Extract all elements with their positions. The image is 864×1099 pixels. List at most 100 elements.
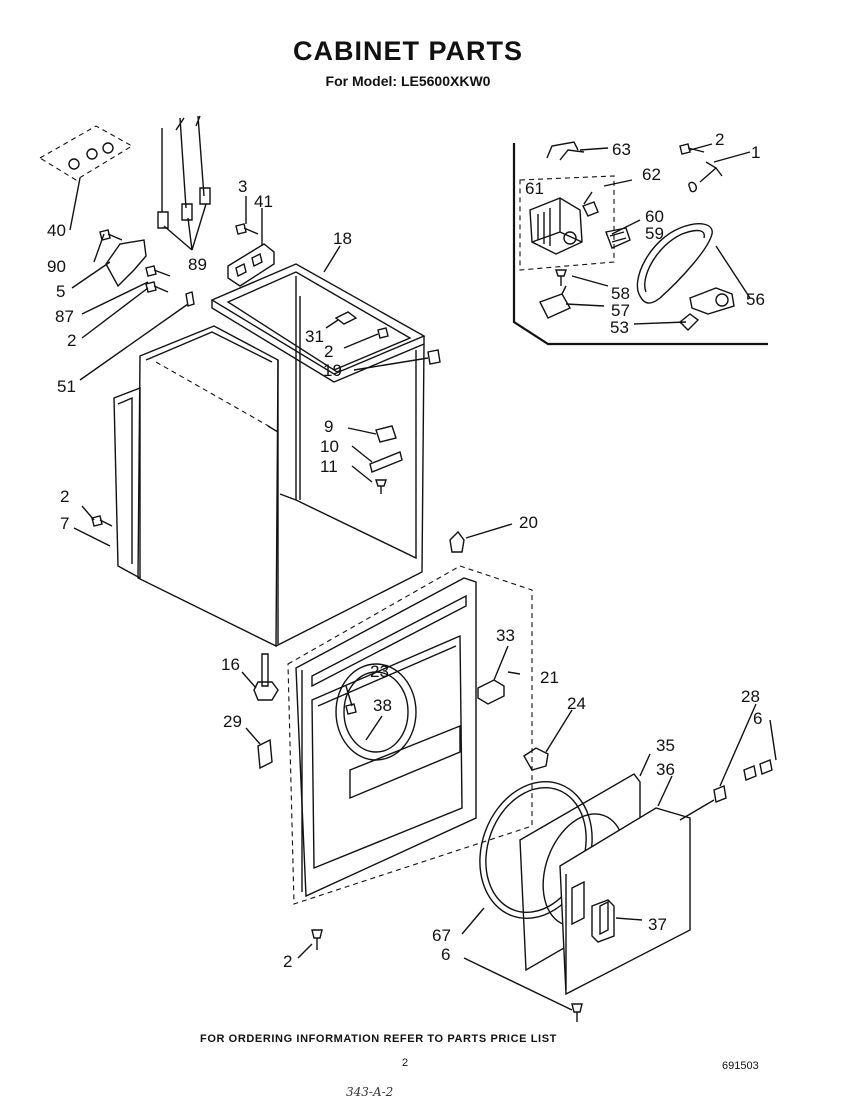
page-title: CABINET PARTS <box>292 36 523 66</box>
door-panel-36 <box>559 807 691 996</box>
front-panel-outline <box>287 565 533 905</box>
callout-2-inset: 2 <box>715 130 724 149</box>
callout-28: 28 <box>741 687 760 706</box>
part-clip-29 <box>257 738 273 770</box>
callout-56: 56 <box>746 290 765 309</box>
callout-87: 87 <box>55 307 74 326</box>
inset-border <box>512 143 768 346</box>
callout-38: 38 <box>373 696 392 715</box>
part-switch-9 <box>375 425 397 443</box>
callout-9: 9 <box>324 417 333 436</box>
callout-59: 59 <box>645 224 664 243</box>
wire-harness-89 <box>157 115 211 229</box>
part-bumper-20 <box>449 530 465 553</box>
callout-61: 61 <box>525 179 544 198</box>
hardware-bag-40 <box>38 125 134 181</box>
callout-41: 41 <box>254 192 273 211</box>
part-screw-11 <box>375 479 387 494</box>
callout-19: 19 <box>323 361 342 380</box>
callout-53: 53 <box>610 318 629 337</box>
model-subtitle: For Model: LE5600XKW0 <box>325 73 491 89</box>
callout-10: 10 <box>320 437 339 456</box>
part-screw-23 <box>345 703 357 715</box>
callout-1: 1 <box>751 143 760 162</box>
callout-40: 40 <box>47 221 66 240</box>
callout-18: 18 <box>333 229 352 248</box>
callout-21: 21 <box>540 668 559 687</box>
part-screw-2-bottom <box>311 929 323 950</box>
callout-5: 5 <box>56 282 65 301</box>
callout-2-bottom: 2 <box>283 952 292 971</box>
callout-6-hinge: 6 <box>753 709 762 728</box>
part-screw-6-door <box>571 1003 583 1022</box>
callout-35: 35 <box>656 736 675 755</box>
part-screw-2-side <box>91 515 113 527</box>
ordering-note: FOR ORDERING INFORMATION REFER TO PARTS … <box>200 1033 557 1045</box>
callout-2-side: 2 <box>60 487 69 506</box>
part-screw-2-inset <box>679 143 705 155</box>
callout-51: 51 <box>57 377 76 396</box>
part-screw-90 <box>99 229 123 241</box>
cabinet-side-panel <box>113 386 141 580</box>
callout-29: 29 <box>223 712 242 731</box>
callout-2-cabinet: 2 <box>324 342 333 361</box>
callout-36: 36 <box>656 760 675 779</box>
motor-subgroup-box <box>519 175 615 271</box>
callout-67: 67 <box>432 926 451 945</box>
part-belt-56 <box>636 223 713 304</box>
callout-62: 62 <box>642 165 661 184</box>
handwritten-note: 343-A-2 <box>346 1085 394 1099</box>
part-spring-53 <box>678 313 700 331</box>
leader-lines <box>69 143 777 1011</box>
callout-16: 16 <box>221 655 240 674</box>
part-bracket-10 <box>369 451 403 473</box>
part-bracket-57 <box>539 285 571 319</box>
callout-3: 3 <box>238 177 247 196</box>
part-screw-2-cabinet <box>377 327 389 339</box>
part-screw-58 <box>555 269 567 286</box>
part-screw-87 <box>145 265 171 277</box>
cabinet-body <box>137 276 425 648</box>
part-leveling-leg-16 <box>253 653 279 701</box>
part-motor <box>529 197 583 255</box>
cabinet-top <box>210 263 426 383</box>
part-strike-24 <box>523 747 549 771</box>
callout-24: 24 <box>567 694 586 713</box>
callout-57: 57 <box>611 301 630 320</box>
callout-60: 60 <box>645 207 664 226</box>
callout-89: 89 <box>188 255 207 274</box>
part-bracket-5 <box>105 239 147 288</box>
part-pulley-59 <box>605 227 631 249</box>
part-clip-51 <box>185 291 195 307</box>
part-spring-1 <box>688 161 723 193</box>
callout-11: 11 <box>320 457 338 476</box>
part-clip-19 <box>427 349 441 365</box>
part-screw-2-left <box>145 281 169 293</box>
callout-6-door: 6 <box>441 945 450 964</box>
callout-58: 58 <box>611 284 630 303</box>
door-opening-38 <box>335 663 417 761</box>
door-handle-37 <box>591 899 615 943</box>
part-switch-33 <box>477 679 505 705</box>
part-bracket-41 <box>227 243 275 287</box>
part-motor-clip-61 <box>582 201 599 217</box>
callout-37: 37 <box>648 915 667 934</box>
part-bracket-63 <box>546 141 585 161</box>
callout-31: 31 <box>305 327 324 346</box>
part-idler-56 <box>689 287 735 315</box>
part-clip-31 <box>334 311 358 325</box>
callout-90: 90 <box>47 257 66 276</box>
part-screws-6 <box>743 759 773 781</box>
callout-23: 23 <box>370 662 389 681</box>
callout-33: 33 <box>496 626 515 645</box>
callout-20: 20 <box>519 513 538 532</box>
callout-2-left: 2 <box>67 331 76 350</box>
part-hinge-28 <box>679 785 727 821</box>
front-panel <box>295 577 477 898</box>
part-screw-3 <box>235 223 259 235</box>
callout-7: 7 <box>60 514 69 533</box>
document-number: 691503 <box>722 1060 759 1072</box>
page-number: 2 <box>402 1057 409 1069</box>
callout-63: 63 <box>612 140 631 159</box>
